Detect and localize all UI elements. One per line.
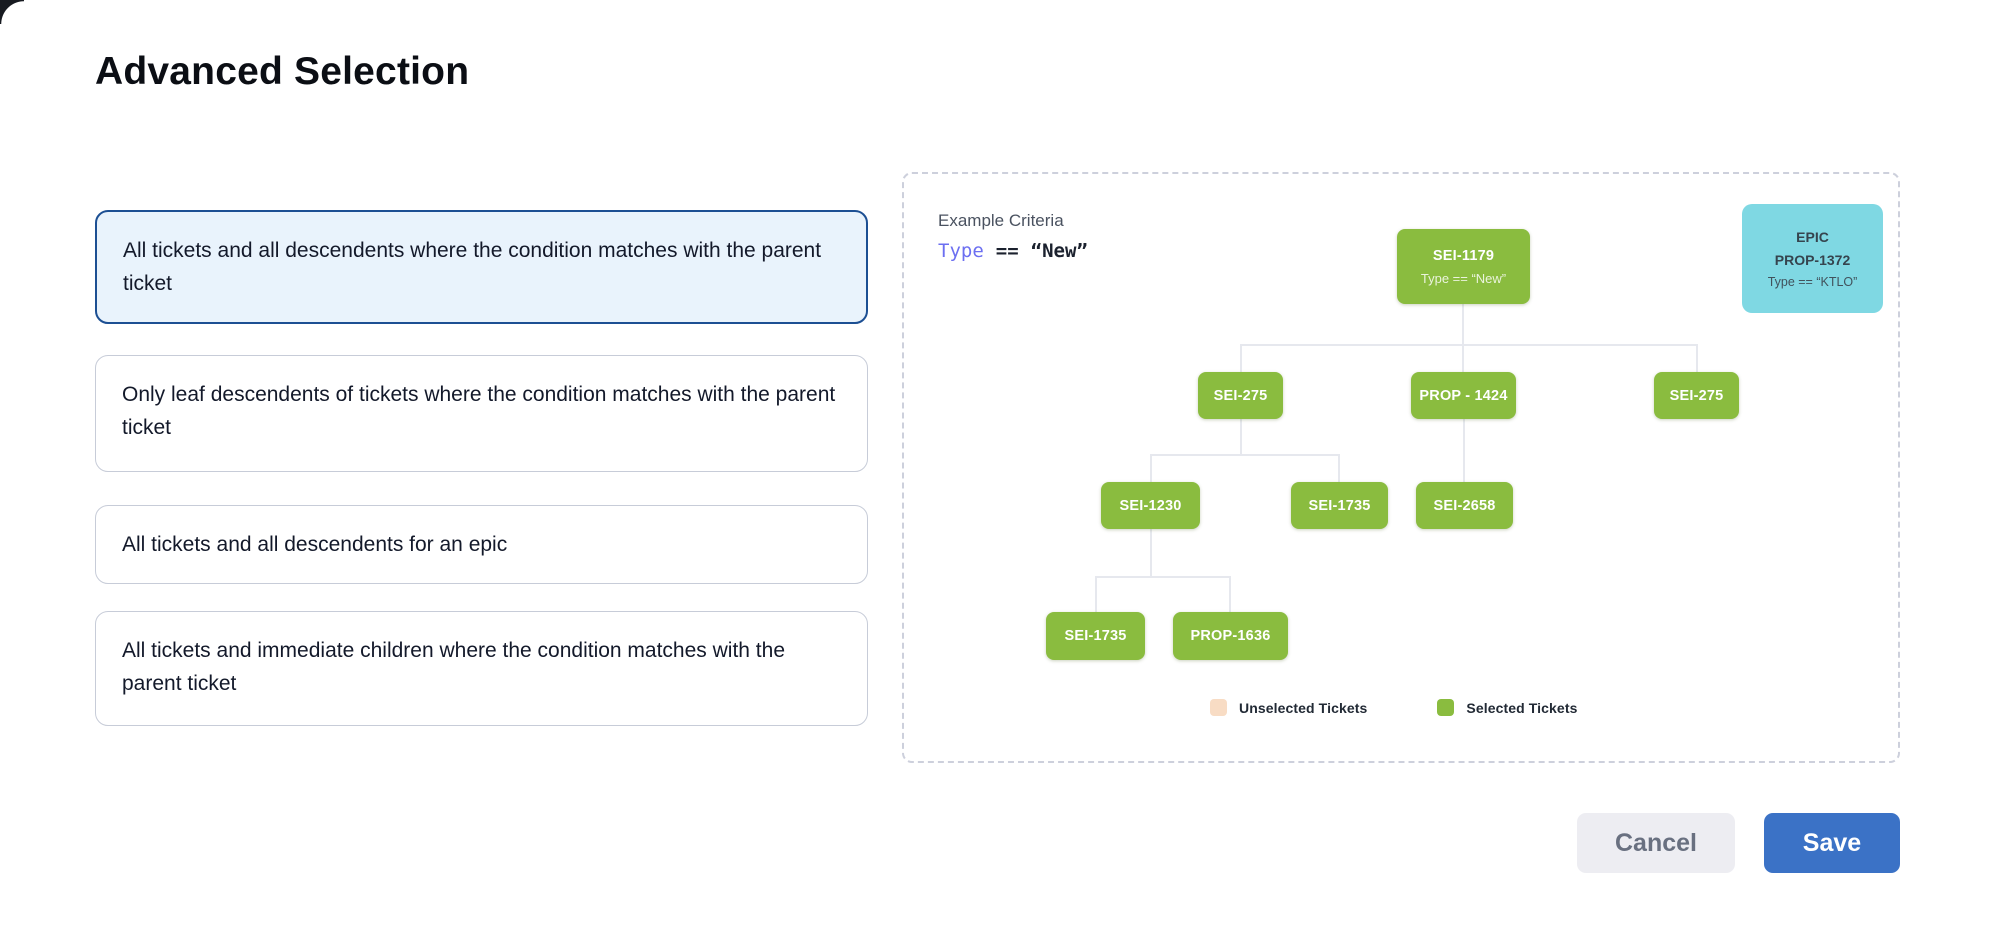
- tree-node-id: SEI-275: [1213, 387, 1268, 404]
- criteria-value: “New”: [1030, 240, 1088, 262]
- tree-node: SEI-1735: [1046, 612, 1145, 660]
- legend-item-selected: Selected Tickets: [1437, 699, 1577, 716]
- tree-node-id: SEI-1179: [1432, 247, 1495, 264]
- tree-node: SEI-1230: [1101, 482, 1200, 529]
- legend-item-unselected: Unselected Tickets: [1210, 699, 1367, 716]
- connector-line: [1150, 529, 1152, 576]
- page-title: Advanced Selection: [95, 50, 470, 93]
- epic-card-criteria: Type == “KTLO”: [1767, 274, 1858, 289]
- tree-node-id: SEI-1735: [1064, 628, 1127, 644]
- criteria-expression: Type == “New”: [938, 240, 1088, 262]
- option-label: All tickets and immediate children where…: [122, 639, 785, 695]
- connector-line: [1229, 576, 1231, 612]
- tree-node-id: SEI-275: [1669, 387, 1724, 404]
- example-criteria-panel: Example Criteria Type == “New” EPIC PROP-1…: [902, 172, 1900, 763]
- epic-card-type: EPIC: [1796, 228, 1829, 245]
- tree-node: SEI-275: [1198, 372, 1283, 419]
- option-only-leaf-descendents-condition[interactable]: Only leaf descendents of tickets where t…: [95, 355, 868, 472]
- connector-line: [1463, 419, 1465, 482]
- connector-line: [1095, 576, 1231, 578]
- legend-label: Selected Tickets: [1466, 699, 1578, 716]
- option-label: Only leaf descendents of tickets where t…: [122, 383, 836, 439]
- connector-line: [1240, 344, 1698, 346]
- tree-node-id: PROP-1636: [1190, 628, 1271, 644]
- connector-line: [1240, 419, 1242, 454]
- tree-node: SEI-1735: [1291, 482, 1388, 529]
- tree-node-root: SEI-1179 Type == “New”: [1397, 229, 1530, 304]
- tree-node: PROP - 1424: [1411, 372, 1516, 419]
- connector-line: [1462, 304, 1464, 344]
- tree-node-id: SEI-1230: [1119, 497, 1182, 514]
- epic-card: EPIC PROP-1372 Type == “KTLO”: [1742, 204, 1883, 313]
- legend: Unselected Tickets Selected Tickets: [1210, 699, 1577, 716]
- connector-line: [1696, 344, 1698, 372]
- criteria-operator: ==: [995, 240, 1019, 262]
- unselected-tickets-swatch: [1210, 699, 1227, 716]
- connector-line: [1150, 454, 1152, 482]
- epic-card-id: PROP-1372: [1774, 251, 1851, 268]
- tree-node-id: SEI-1735: [1308, 497, 1371, 514]
- option-label: All tickets and all descendents where th…: [123, 239, 822, 295]
- selected-tickets-swatch: [1437, 699, 1455, 716]
- connector-line: [1338, 454, 1340, 482]
- tree-node: SEI-275: [1654, 372, 1739, 419]
- tree-node: SEI-2658: [1416, 482, 1513, 529]
- option-all-tickets-descendents-epic[interactable]: All tickets and all descendents for an e…: [95, 505, 868, 584]
- connector-line: [1240, 344, 1242, 372]
- tree-node-id: SEI-2658: [1433, 497, 1496, 514]
- tree-node-id: PROP - 1424: [1419, 387, 1508, 404]
- option-all-tickets-immediate-children-condition[interactable]: All tickets and immediate children where…: [95, 611, 868, 726]
- window-rounded-corner: [0, 0, 24, 24]
- save-button[interactable]: Save: [1764, 813, 1900, 873]
- legend-label: Unselected Tickets: [1239, 699, 1368, 716]
- option-label: All tickets and all descendents for an e…: [122, 533, 508, 556]
- connector-line: [1150, 454, 1340, 456]
- example-criteria-label: Example Criteria: [938, 211, 1064, 230]
- option-all-tickets-all-descendents-condition[interactable]: All tickets and all descendents where th…: [95, 210, 868, 324]
- connector-line: [1095, 576, 1097, 612]
- criteria-field: Type: [938, 240, 984, 262]
- tree-node: PROP-1636: [1173, 612, 1288, 660]
- cancel-button[interactable]: Cancel: [1577, 813, 1735, 873]
- tree-node-criteria: Type == “New”: [1420, 270, 1507, 286]
- connector-line: [1462, 344, 1464, 372]
